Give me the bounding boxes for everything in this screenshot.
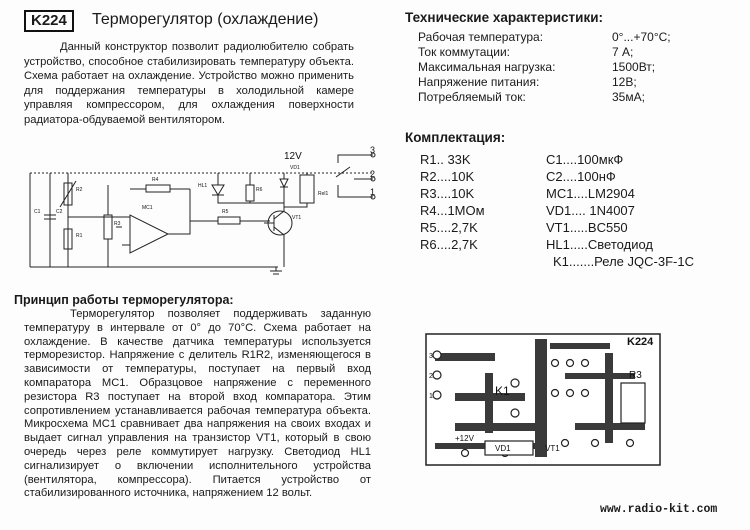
principle-line: терморезистор. Напряжение с делитель R1R… (24, 349, 371, 362)
intro-line: Данный конструктор позволит радиолюбител… (60, 41, 308, 53)
intro-line: радиатора-обдуваемой вентилятором. (24, 113, 226, 126)
component-label: MC1 (142, 205, 153, 211)
component-label: C2 (56, 209, 63, 215)
component-label: R2 (76, 187, 83, 193)
component-label: VD1 (290, 165, 300, 171)
principle-line: зависимости от температуры, поступает на… (24, 363, 371, 376)
spec-value: 12В; (612, 75, 637, 89)
component-label: Rel1 (318, 191, 329, 197)
component-label: R3 (114, 221, 121, 227)
principle-paragraph: Терморегулятор позволяет поддерживать за… (24, 308, 371, 501)
spec-value: 1500Вт; (612, 60, 656, 74)
principle-line: охлаждение. В качестве датчика температу… (24, 335, 371, 348)
spec-value: 7 А; (612, 45, 634, 59)
spec-label: Ток коммутации: (418, 45, 510, 59)
component-label: C1 (34, 209, 41, 215)
pcb-pin-label: 2 (429, 373, 433, 380)
spec-label: Рабочая температура: (418, 30, 544, 44)
pcb-label: K1 (495, 384, 510, 398)
intro-line: температуру объекта. Схема работает на о… (24, 55, 354, 83)
pcb-label: VT1 (545, 444, 560, 453)
principle-line: температуру в интервале от 0° до 70°С. С… (24, 321, 371, 334)
kit-item: VT1.....BC550 (546, 220, 628, 235)
intro-line: Устройство можно применить для поддержан… (24, 70, 354, 97)
kit-code-badge: K224 (24, 10, 74, 32)
principle-line: стабилизированного источника, напряжение… (24, 487, 313, 500)
kit-item: K1.......Реле JQC-3F-1C (553, 254, 694, 269)
kit-item: C2....100нФ (546, 169, 616, 184)
component-label: R1 (76, 233, 83, 239)
principle-line: в свою очередь через реле коммутирует на… (24, 432, 372, 458)
kit-item: VD1.... 1N4007 (546, 203, 635, 218)
principle-line: сопротивлением устанавливается рабочая т… (24, 404, 322, 417)
kit-item: R4...1МОм (420, 203, 485, 218)
website-footer: www.radio-kit.com (600, 503, 718, 516)
principle-line: (вентилятора, компрессора). Питается уст… (24, 473, 371, 486)
component-label: R4 (152, 177, 159, 183)
principle-line: Терморегулятор позволяет поддерживать за… (70, 308, 371, 320)
kit-item: R2....10K (420, 169, 475, 184)
pcb-layout: K224 K1 R3 VD1 VT1 +12V 3 2 1 (425, 333, 661, 466)
pcb-label: +12V (455, 434, 475, 443)
spec-value: 35мА; (612, 90, 645, 104)
component-label: VT1 (292, 215, 301, 221)
principle-line: объекта. Микросхема МС1 сравнивает два н… (24, 404, 371, 431)
spec-label: Потребляемый ток: (418, 90, 526, 104)
principle-line: HL1 сигнализирует о включении исполнител… (24, 445, 372, 472)
kit-item: MC1....LM2904 (546, 186, 635, 201)
pcb-label: R3 (629, 370, 642, 381)
principle-line: входах и выдает сигнал управления на тра… (24, 418, 371, 445)
terminal-label: 3 (370, 145, 375, 155)
kit-item: R6....2,7K (420, 237, 478, 252)
kit-item: HL1.....Светодиод (546, 237, 653, 252)
terminal-label: 1 (370, 187, 375, 197)
intro-line: температуры в холодильной камере управля… (24, 84, 355, 112)
principle-text: Терморегулятор позволяет поддерживать за… (24, 308, 371, 501)
terminal-label: 2 (370, 169, 375, 179)
specs-title: Технические характеристики: (405, 10, 604, 25)
kit-item: R5....2,7K (420, 220, 478, 235)
kit-item: C1....100мкФ (546, 152, 624, 167)
component-label: R6 (256, 187, 263, 193)
spec-label: Максимальная нагрузка: (418, 60, 556, 74)
spec-value: 0°...+70°С; (612, 30, 671, 44)
page-title: Терморегулятор (охлаждение) (92, 11, 319, 28)
intro-line: компрессором, для охлаждения поверхности (86, 99, 354, 112)
kit-title: Комплектация: (405, 130, 506, 145)
intro-line: собрать устройство, способное стабилизир… (24, 41, 354, 68)
supply-label: 12V (284, 151, 302, 162)
intro-paragraph: Данный конструктор позволит радиолюбител… (24, 40, 354, 128)
pcb-pin-label: 1 (429, 393, 433, 400)
component-label: HL1 (198, 183, 207, 189)
pcb-code: K224 (627, 336, 654, 348)
principle-title: Принцип работы терморегулятора: (14, 293, 234, 307)
kit-item: R3....10K (420, 186, 475, 201)
intro-text: Данный конструктор позволит радиолюбител… (24, 40, 354, 128)
component-label: R5 (222, 209, 229, 215)
spec-label: Напряжение питания: (418, 75, 540, 89)
pcb-pin-label: 3 (429, 353, 433, 360)
pcb-label: VD1 (495, 444, 511, 453)
kit-item: R1.. 33K (420, 152, 471, 167)
circuit-schematic: 12V 3 2 1 R2 R4 R3 R1 R5 R6 C1 C2 MC1 HL… (29, 145, 376, 275)
principle-line: компаратора МС1. Образцовое напряжение с… (24, 376, 371, 389)
principle-line: резистора R3 поступает на второй вход ко… (24, 390, 371, 403)
